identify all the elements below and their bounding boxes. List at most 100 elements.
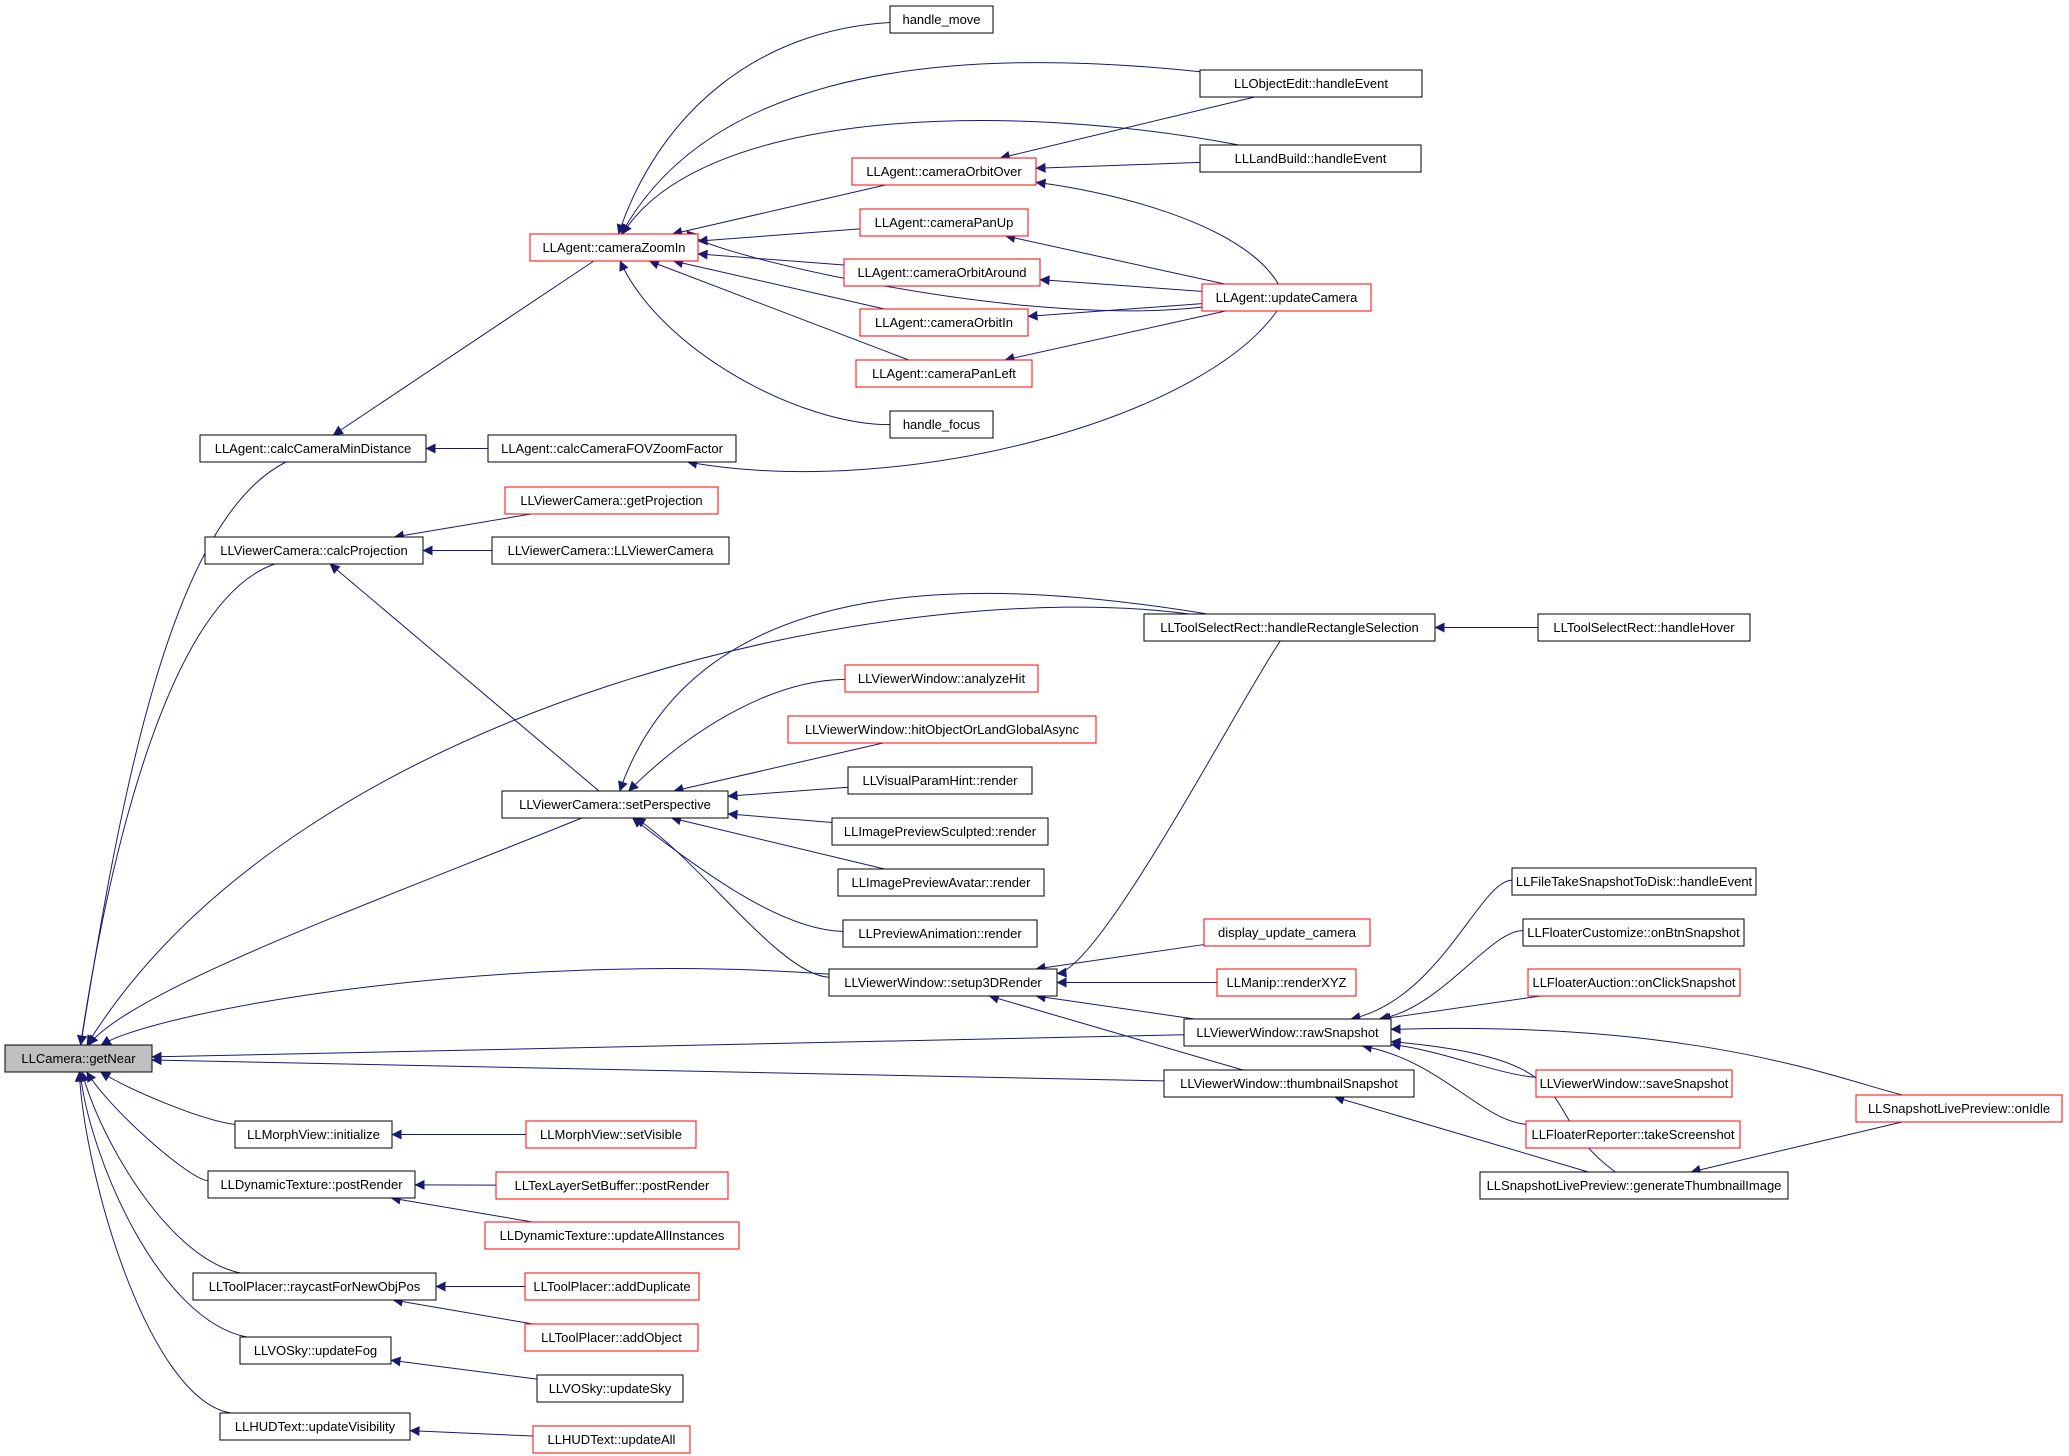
node-label: LLToolSelectRect::handleHover [1553, 620, 1735, 635]
function-node-addDup[interactable]: LLToolPlacer::addDuplicate [524, 1272, 700, 1301]
call-edge-dynPost-to-root [86, 1071, 209, 1182]
function-node-fovZoom[interactable]: LLAgent::calcCameraFOVZoomFactor [487, 434, 737, 463]
function-node-setup3D[interactable]: LLViewerWindow::setup3DRender [828, 968, 1058, 997]
call-edge-onIdle-to-genThumb [1690, 1121, 1903, 1175]
node-box [491, 536, 730, 565]
call-edge-objEdit-to-zoomIn [620, 62, 1201, 235]
function-node-orbitOver[interactable]: LLAgent::cameraOrbitOver [851, 157, 1037, 186]
node-label: LLObjectEdit::handleEvent [1234, 76, 1388, 91]
call-edge-thumbSnap-to-root [151, 1055, 1165, 1082]
node-box [204, 536, 424, 565]
function-node-panUp[interactable]: LLAgent::cameraPanUp [859, 208, 1029, 237]
node-label: LLViewerWindow::thumbnailSnapshot [1180, 1076, 1398, 1091]
node-box [828, 968, 1058, 997]
function-node-dynPost[interactable]: LLDynamicTexture::postRender [207, 1170, 416, 1199]
call-edge-orbitAround-to-zoomIn [697, 249, 845, 266]
function-node-saveSnap[interactable]: LLViewerWindow::saveSnapshot [1535, 1069, 1733, 1098]
function-node-auctSnap[interactable]: LLFloaterAuction::onClickSnapshot [1527, 968, 1741, 997]
function-node-ipSculpt[interactable]: LLImagePreviewSculpted::render [831, 817, 1049, 846]
function-node-orbitIn[interactable]: LLAgent::cameraOrbitIn [859, 308, 1029, 337]
function-node-custSnap[interactable]: LLFloaterCustomize::onBtnSnapshot [1522, 918, 1745, 947]
function-node-vcCtor[interactable]: LLViewerCamera::LLViewerCamera [491, 536, 730, 565]
function-node-updFog[interactable]: LLVOSky::updateFog [239, 1336, 392, 1365]
function-node-calcCamMinDist[interactable]: LLAgent::calcCameraMinDistance [199, 434, 427, 463]
node-box [855, 359, 1033, 388]
function-node-rectSel[interactable]: LLToolSelectRect::handleRectangleSelecti… [1143, 613, 1436, 642]
call-edge-setPersp-to-root [88, 817, 582, 1046]
function-node-setPersp[interactable]: LLViewerCamera::setPerspective [501, 790, 729, 819]
node-label: LLAgent::cameraZoomIn [542, 240, 685, 255]
call-edge-thumbSnap-to-setup3D [988, 993, 1243, 1071]
node-box [1203, 918, 1371, 947]
node-box [1183, 1018, 1392, 1047]
node-label: LLPreviewAnimation::render [858, 926, 1022, 941]
node-label: LLLandBuild::handleEvent [1235, 151, 1387, 166]
function-node-getProj[interactable]: LLViewerCamera::getProjection [504, 486, 719, 515]
node-box [219, 1412, 411, 1441]
call-edge-calcProj-to-root [77, 563, 275, 1046]
function-node-landBuild[interactable]: LLLandBuild::handleEvent [1199, 144, 1422, 173]
node-box [1522, 918, 1745, 947]
function-node-zoomIn[interactable]: LLAgent::cameraZoomIn [529, 233, 699, 262]
function-node-hudVis[interactable]: LLHUDText::updateVisibility [219, 1412, 411, 1441]
node-box [1527, 968, 1741, 997]
function-node-genThumb[interactable]: LLSnapshotLivePreview::generateThumbnail… [1479, 1171, 1789, 1200]
call-edge-handleMove-to-zoomIn [616, 21, 891, 235]
function-node-updAllInst[interactable]: LLDynamicTexture::updateAllInstances [484, 1221, 740, 1250]
function-node-calcProj[interactable]: LLViewerCamera::calcProjection [204, 536, 424, 565]
node-box [1479, 1171, 1789, 1200]
node-box [1537, 613, 1751, 642]
node-label: LLImagePreviewAvatar::render [852, 875, 1032, 890]
node-label: LLAgent::calcCameraFOVZoomFactor [501, 441, 723, 456]
node-label: LLAgent::cameraPanUp [875, 215, 1014, 230]
function-node-onIdle[interactable]: LLSnapshotLivePreview::onIdle [1855, 1094, 2063, 1123]
function-node-objEdit[interactable]: LLObjectEdit::handleEvent [1199, 69, 1423, 98]
call-edge-updCam-to-orbitIn [1027, 303, 1203, 321]
function-node-updSky[interactable]: LLVOSky::updateSky [536, 1374, 684, 1403]
function-node-manipXYZ[interactable]: LLManip::renderXYZ [1216, 968, 1357, 997]
function-node-morphInit[interactable]: LLMorphView::initialize [234, 1120, 393, 1149]
function-node-panLeft[interactable]: LLAgent::cameraPanLeft [855, 359, 1033, 388]
function-node-root[interactable]: LLCamera::getNear [4, 1044, 153, 1073]
node-box [859, 208, 1029, 237]
node-box [192, 1272, 437, 1301]
node-label: LLToolPlacer::addDuplicate [533, 1279, 690, 1294]
node-box [843, 258, 1041, 287]
function-node-dispUpdCam[interactable]: display_update_camera [1203, 918, 1371, 947]
call-edge-dispUpdCam-to-setup3D [1035, 944, 1205, 973]
node-label: LLHUDText::updateVisibility [235, 1419, 396, 1434]
call-edge-setup3D-to-root [100, 968, 830, 1046]
function-node-prevAnim[interactable]: LLPreviewAnimation::render [842, 919, 1038, 948]
function-node-addObj[interactable]: LLToolPlacer::addObject [524, 1323, 699, 1352]
node-label: LLManip::renderXYZ [1227, 975, 1347, 990]
call-edge-morphInit-to-root [100, 1071, 236, 1125]
function-node-rectHover[interactable]: LLToolSelectRect::handleHover [1537, 613, 1751, 642]
function-node-hitObj[interactable]: LLViewerWindow::hitObjectOrLandGlobalAsy… [787, 715, 1097, 744]
node-label: LLToolPlacer::addObject [541, 1330, 682, 1345]
call-edge-rawSnap-to-setup3D [1035, 992, 1195, 1020]
function-node-rawSnap[interactable]: LLViewerWindow::rawSnapshot [1183, 1018, 1392, 1047]
function-node-raycast[interactable]: LLToolPlacer::raycastForNewObjPos [192, 1272, 437, 1301]
function-node-orbitAround[interactable]: LLAgent::cameraOrbitAround [843, 258, 1041, 287]
function-node-thumbSnap[interactable]: LLViewerWindow::thumbnailSnapshot [1163, 1069, 1415, 1098]
function-node-analyzeHit[interactable]: LLViewerWindow::analyzeHit [844, 664, 1039, 693]
call-edge-landBuild-to-orbitOver [1035, 161, 1201, 173]
node-box [529, 233, 699, 262]
function-node-vpHint[interactable]: LLVisualParamHint::render [847, 766, 1033, 795]
call-edge-addObj-to-raycast [392, 1296, 533, 1325]
function-node-handleFocus[interactable]: handle_focus [889, 410, 994, 439]
function-node-ipAvatar[interactable]: LLImagePreviewAvatar::render [837, 868, 1045, 897]
call-edge-fileSnap-to-rawSnap [1350, 879, 1513, 1022]
function-node-handleMove[interactable]: handle_move [889, 5, 994, 34]
function-node-setVisible[interactable]: LLMorphView::setVisible [525, 1120, 697, 1149]
function-node-texPost[interactable]: LLTexLayerSetBuffer::postRender [495, 1171, 729, 1200]
call-edge-onIdle-to-rawSnap [1390, 1024, 1903, 1096]
node-label: LLViewerWindow::setup3DRender [844, 975, 1042, 990]
function-node-updAll[interactable]: LLHUDText::updateAll [532, 1425, 691, 1454]
call-edge-orbitOver-to-zoomIn [672, 184, 886, 237]
function-node-updCam[interactable]: LLAgent::updateCamera [1201, 283, 1372, 312]
node-label: LLViewerCamera::getProjection [520, 493, 702, 508]
node-label: LLViewerWindow::saveSnapshot [1540, 1076, 1729, 1091]
function-node-takeShot[interactable]: LLFloaterReporter::takeScreenshot [1525, 1120, 1741, 1149]
function-node-fileSnap[interactable]: LLFileTakeSnapshotToDisk::handleEvent [1511, 867, 1757, 896]
